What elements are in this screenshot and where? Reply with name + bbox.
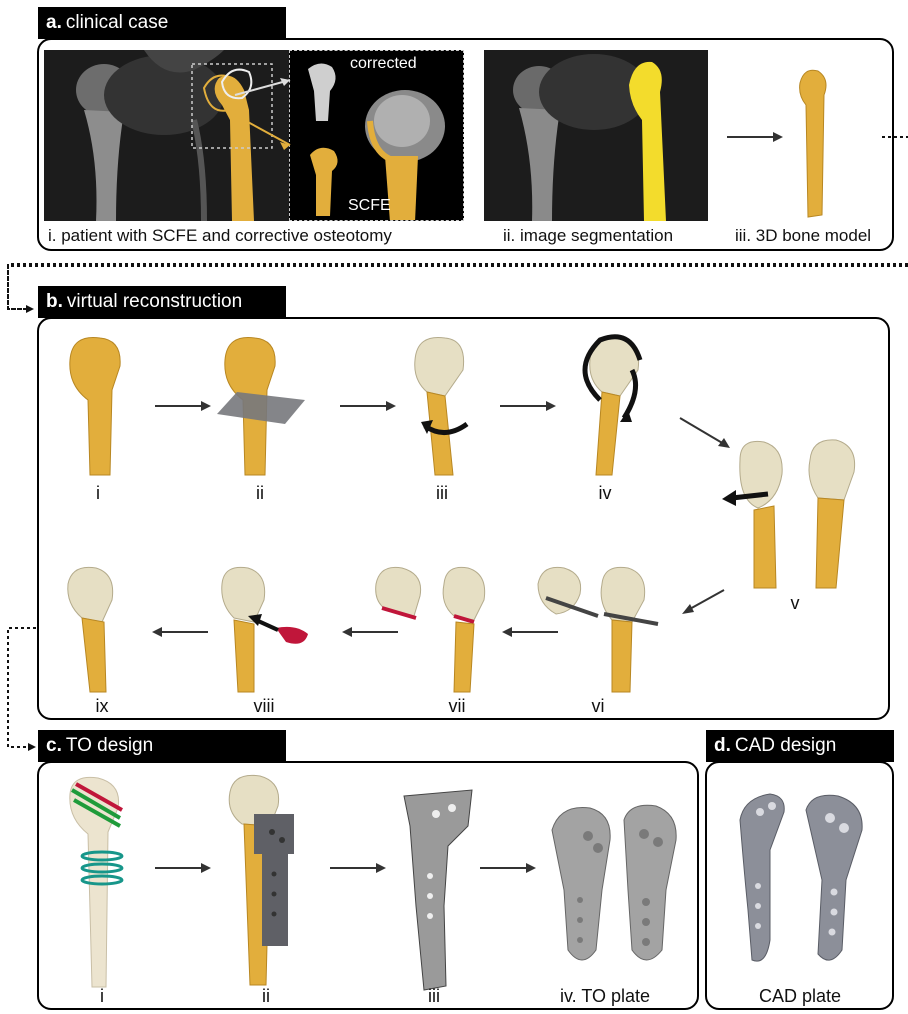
- caption-3d-model: iii. 3D bone model: [735, 226, 885, 246]
- recon-step-ii-bone: [215, 330, 325, 480]
- recon-step-v-bones: [718, 430, 878, 590]
- cad-plate-label: CAD plate: [740, 986, 860, 1007]
- panel-b-header: b.virtual reconstruction: [38, 286, 286, 318]
- panel-a-header: a.clinical case: [38, 7, 286, 39]
- panel-a-letter: a.: [46, 12, 62, 33]
- recon-label-viii: viii: [244, 696, 284, 717]
- panel-d-header: d.CAD design: [706, 730, 894, 762]
- panel-c-header: c.TO design: [38, 730, 286, 762]
- to-label-iii: iii: [414, 986, 454, 1007]
- to-arrow-3: [480, 862, 540, 874]
- recon-step-iii-bone: [405, 330, 495, 480]
- recon-arrow-4: [680, 416, 740, 456]
- recon-arrow-2: [340, 400, 400, 412]
- recon-arrow-3: [500, 400, 560, 412]
- recon-arrow-6: [500, 626, 560, 638]
- recon-arrow-5: [680, 588, 730, 618]
- to-label-ii: ii: [246, 986, 286, 1007]
- to-arrow-1: [155, 862, 215, 874]
- recon-step-viii-bone: [212, 560, 322, 700]
- to-step-iv-plates: [540, 800, 690, 980]
- panel-b-title: virtual reconstruction: [67, 291, 242, 312]
- recon-step-iv-bone: [580, 330, 670, 480]
- recon-arrow-1: [155, 400, 215, 412]
- recon-label-v: v: [775, 593, 815, 614]
- recon-label-iii: iii: [422, 483, 462, 504]
- to-step-i-bone-model: [62, 772, 142, 992]
- panel-c-title: TO design: [66, 735, 153, 756]
- recon-label-vi: vi: [578, 696, 618, 717]
- recon-step-ix-bone: [60, 560, 150, 700]
- recon-label-ii: ii: [240, 483, 280, 504]
- inset-label-scfe: SCFE: [348, 197, 391, 215]
- recon-step-i-bone: [60, 330, 150, 480]
- recon-label-vii: vii: [437, 696, 477, 717]
- inset-label-corrected: corrected: [350, 55, 417, 73]
- panel-a-title: clinical case: [66, 12, 168, 33]
- to-step-ii-bone-with-design: [222, 770, 312, 990]
- recon-label-iv: iv: [585, 483, 625, 504]
- recon-label-i: i: [78, 483, 118, 504]
- recon-label-ix: ix: [82, 696, 122, 717]
- to-label-i: i: [82, 986, 122, 1007]
- recon-arrow-7: [340, 626, 400, 638]
- panel-d-letter: d.: [714, 735, 731, 756]
- to-label-iv: iv. TO plate: [560, 986, 680, 1007]
- cad-plates: [730, 790, 880, 980]
- caption-segmentation: ii. image segmentation: [503, 226, 693, 246]
- panel-c-letter: c.: [46, 735, 62, 756]
- connector-a-to-b: [0, 133, 908, 193]
- to-arrow-2: [330, 862, 390, 874]
- panel-b-letter: b.: [46, 291, 63, 312]
- panel-d-title: CAD design: [735, 735, 836, 756]
- recon-arrow-8: [150, 626, 210, 638]
- to-step-iii-mesh: [396, 786, 486, 1006]
- caption-patient: i. patient with SCFE and corrective oste…: [48, 226, 460, 246]
